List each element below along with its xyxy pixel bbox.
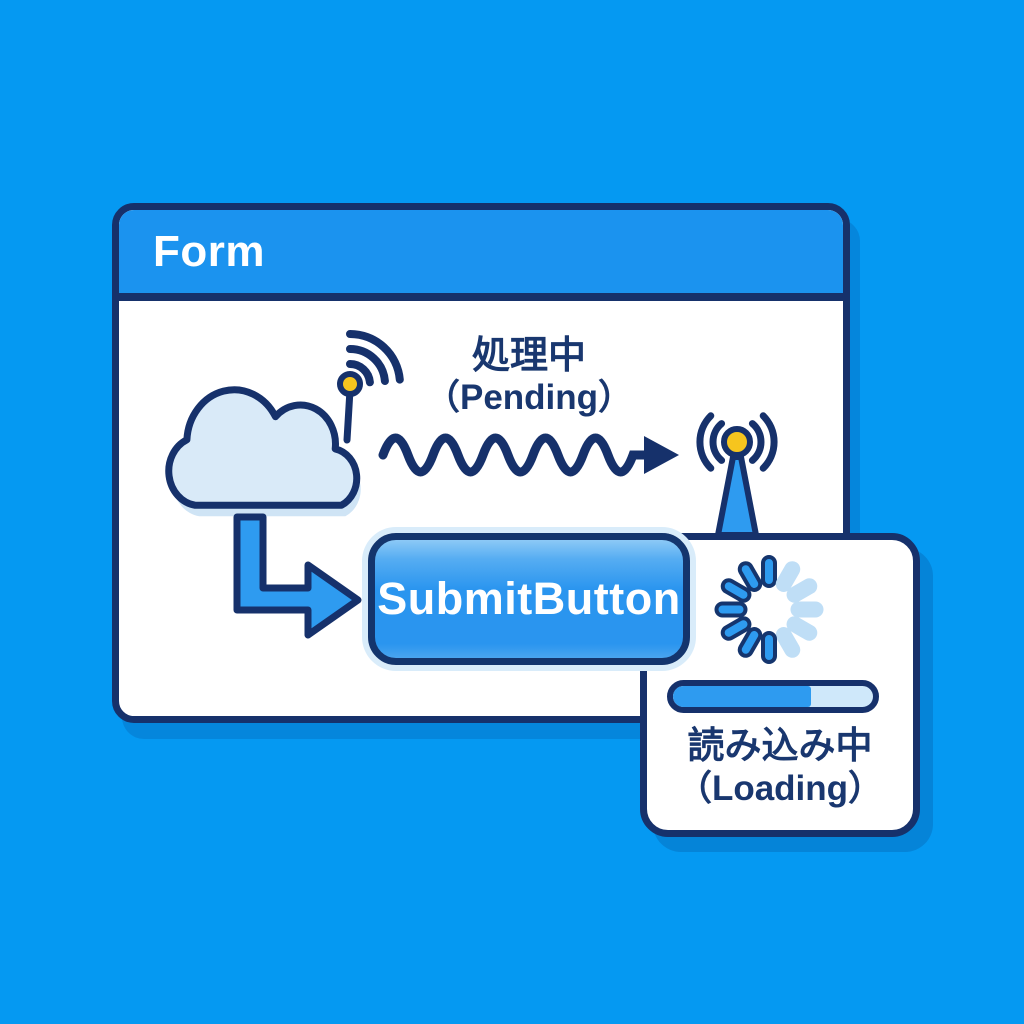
spinner-segment-active [761, 631, 777, 664]
wifi-waves-icon [346, 330, 404, 387]
cloud-signal-dot [337, 371, 363, 397]
form-window-header: Form [119, 210, 843, 301]
pending-status-label: 処理中 （Pending） [384, 334, 674, 419]
loading-status-en: （Loading） [676, 768, 884, 808]
wavy-line [378, 433, 653, 477]
broadcast-waves-icon [696, 412, 778, 472]
submit-button-label: SubmitButton [377, 573, 681, 624]
spinner-segment-active [761, 555, 777, 588]
cloud-icon [169, 390, 357, 505]
spinner-segment-active [714, 601, 748, 618]
wavy-transmission-arrow-icon [378, 433, 679, 477]
submit-button[interactable]: SubmitButton [368, 533, 690, 665]
elbow-arrow-icon [233, 513, 362, 639]
progress-bar [667, 680, 879, 713]
cloud-antenna-stick [343, 386, 354, 444]
antenna-broadcast-icon [696, 412, 778, 538]
progress-bar-fill [673, 686, 811, 707]
pending-status-en: （Pending） [424, 378, 634, 418]
spinner-icon [709, 550, 829, 670]
antenna-signal-dot [721, 426, 753, 458]
loading-status-label: 読み込み中 （Loading） [647, 724, 913, 809]
antenna-mast [715, 454, 759, 538]
pending-status-ja: 処理中 [471, 335, 586, 377]
form-window-title: Form [153, 226, 265, 276]
loading-status-ja: 読み込み中 [687, 725, 873, 766]
elbow-arrow-shape [233, 513, 362, 639]
cloud-with-signal-icon [148, 330, 404, 517]
arrowhead [644, 436, 679, 474]
